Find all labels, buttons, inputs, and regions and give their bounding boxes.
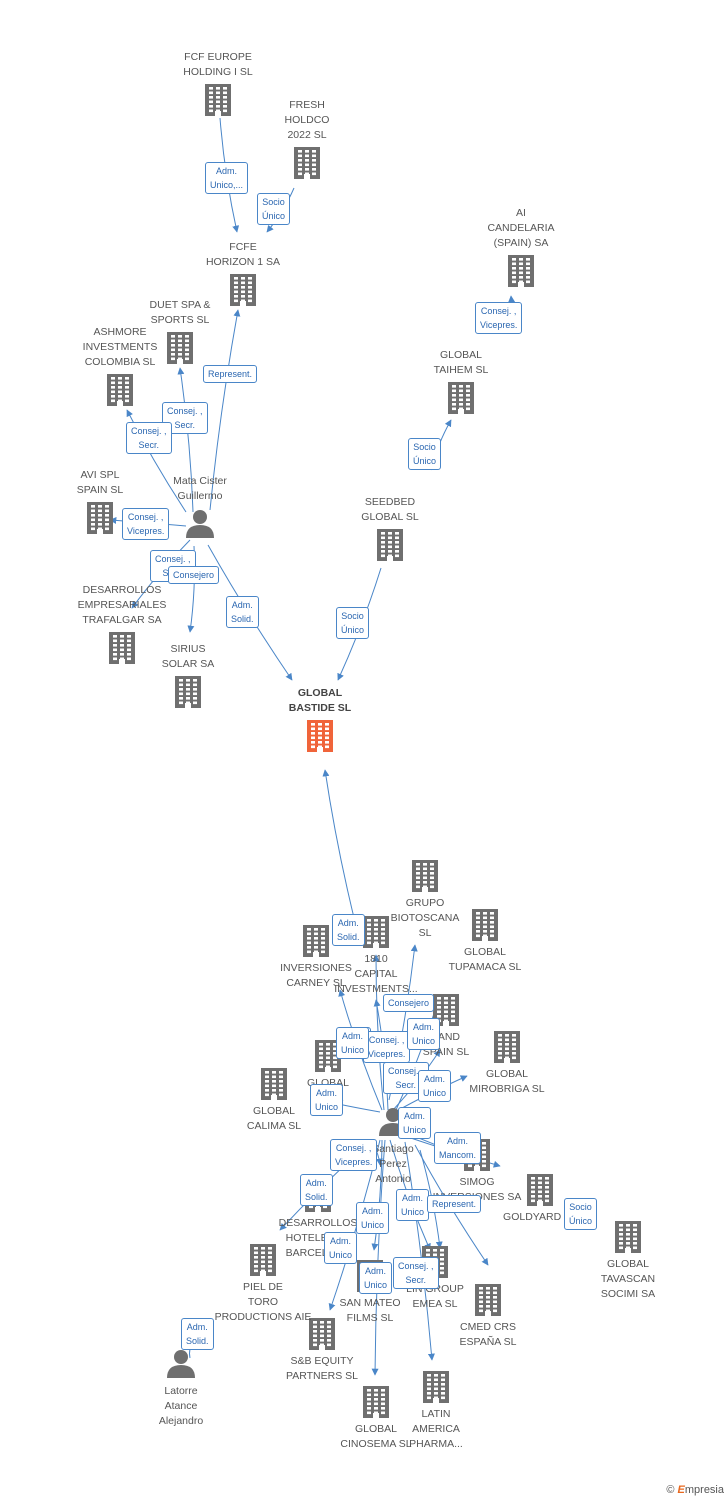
node-label[interactable]: Latorre Atance Alejandro bbox=[158, 1385, 204, 1427]
relation-label: Adm. Solid. bbox=[332, 914, 365, 946]
node-label[interactable]: GLOBAL CALIMA SL bbox=[246, 1105, 302, 1132]
relation-label: Consej. , Vicepres. bbox=[475, 302, 523, 334]
node-label[interactable]: DESARROLLOS EMPRESARIALES TRAFALGAR SA bbox=[77, 584, 167, 626]
relation-label: Consej. , Vicepres. bbox=[330, 1139, 378, 1171]
node-label[interactable]: Mata Cister Guillermo bbox=[173, 475, 227, 502]
person-icon[interactable] bbox=[167, 1350, 195, 1378]
relation-label: Adm. Unico bbox=[310, 1084, 344, 1116]
edge-line bbox=[126, 409, 187, 513]
relation-label: Adm. Unico bbox=[398, 1107, 432, 1139]
building-icon[interactable] bbox=[87, 502, 113, 534]
node-label[interactable]: GLOBAL TAIHEM SL bbox=[433, 349, 489, 376]
building-icon[interactable] bbox=[307, 720, 333, 752]
relation-label: Adm. Unico bbox=[418, 1070, 452, 1102]
building-icon[interactable] bbox=[377, 529, 403, 561]
edge-line bbox=[404, 1141, 435, 1361]
relation-label: Represent. bbox=[203, 365, 258, 383]
relation-label: Adm. Unico,... bbox=[205, 162, 249, 194]
relation-label: Adm. Unico bbox=[336, 1027, 370, 1059]
node-label[interactable]: CMED CRS ESPAÑA SL bbox=[459, 1321, 517, 1348]
building-icon[interactable] bbox=[175, 676, 201, 708]
building-icon[interactable] bbox=[309, 1318, 335, 1350]
node-label[interactable]: LATIN AMERICA PHARMA... bbox=[409, 1408, 463, 1450]
node-label[interactable]: SIRIUS SOLAR SA bbox=[161, 643, 215, 670]
node-label[interactable]: FCF EUROPE HOLDING I SL bbox=[183, 51, 253, 78]
relation-label: Socio Único bbox=[408, 438, 442, 470]
building-icon[interactable] bbox=[167, 332, 193, 364]
relation-label: Adm. Unico bbox=[324, 1232, 358, 1264]
relation-label: Consej. , Vicepres. bbox=[363, 1031, 411, 1063]
relation-label: Adm. Unico bbox=[407, 1018, 441, 1050]
node-label[interactable]: PIEL DE TORO PRODUCTIONS AIE bbox=[214, 1281, 312, 1323]
relation-label: Consej. , Secr. bbox=[162, 402, 208, 434]
building-icon[interactable] bbox=[294, 147, 320, 179]
building-icon[interactable] bbox=[475, 1284, 501, 1316]
edge-line bbox=[371, 1139, 383, 1251]
node-label[interactable]: S&B EQUITY PARTNERS SL bbox=[286, 1355, 358, 1382]
relation-label: Consej. , Secr. bbox=[393, 1257, 439, 1289]
node-label[interactable]: SAN MATEO FILMS SL bbox=[339, 1297, 401, 1324]
building-icon[interactable] bbox=[107, 374, 133, 406]
node-label[interactable]: GRUPO BIOTOSCANA SL bbox=[390, 897, 460, 939]
building-icon[interactable] bbox=[303, 925, 329, 957]
building-icon[interactable] bbox=[494, 1031, 520, 1063]
node-label[interactable]: SEEDBED GLOBAL SL bbox=[361, 496, 419, 523]
building-icon[interactable] bbox=[615, 1221, 641, 1253]
building-icon[interactable] bbox=[412, 860, 438, 892]
building-icon[interactable] bbox=[508, 255, 534, 287]
relation-label: Socio Único bbox=[257, 193, 291, 225]
relation-label: Adm. Mancom. bbox=[434, 1132, 482, 1164]
building-icon[interactable] bbox=[109, 632, 135, 664]
building-icon[interactable] bbox=[448, 382, 474, 414]
building-icon[interactable] bbox=[527, 1174, 553, 1206]
relation-label: Adm. Unico bbox=[356, 1202, 390, 1234]
edge-line bbox=[209, 309, 241, 511]
building-icon[interactable] bbox=[363, 916, 389, 948]
node-label[interactable]: INVERSIONES CARNEY SL bbox=[280, 962, 352, 989]
node-label[interactable]: GLOBAL CINOSEMA SL bbox=[340, 1423, 412, 1450]
building-icon[interactable] bbox=[250, 1244, 276, 1276]
edge-line bbox=[371, 1139, 386, 1376]
relation-label: Adm. Solid. bbox=[181, 1318, 214, 1350]
relation-label: Adm. Unico bbox=[359, 1262, 393, 1294]
building-icon[interactable] bbox=[230, 274, 256, 306]
relation-label: Adm. Unico bbox=[396, 1189, 430, 1221]
relation-label: Adm. Solid. bbox=[226, 596, 259, 628]
relation-label: Socio Único bbox=[564, 1198, 598, 1230]
node-label[interactable]: Santiago Perez Antonio bbox=[372, 1143, 414, 1185]
building-icon[interactable] bbox=[472, 909, 498, 941]
relation-label: Socio Único bbox=[336, 607, 370, 639]
node-label[interactable]: AVI SPL SPAIN SL bbox=[76, 469, 124, 496]
person-icon[interactable] bbox=[186, 510, 214, 538]
building-icon[interactable] bbox=[261, 1068, 287, 1100]
relation-label: Represent. bbox=[427, 1195, 482, 1213]
relation-label: Consej. , Vicepres. bbox=[122, 508, 170, 540]
node-label[interactable]: DUET SPA & SPORTS SL bbox=[149, 299, 211, 326]
edge-line bbox=[177, 367, 194, 513]
node-label[interactable]: GLOBAL MIROBRIGA SL bbox=[469, 1068, 545, 1095]
relation-label: Consej. , Secr. bbox=[126, 422, 172, 454]
node-label[interactable]: FCFE HORIZON 1 SA bbox=[205, 241, 281, 268]
building-icon[interactable] bbox=[205, 84, 231, 116]
relation-label: Adm. Solid. bbox=[300, 1174, 333, 1206]
node-label[interactable]: FRESH HOLDCO 2022 SL bbox=[284, 99, 330, 141]
node-label[interactable]: GLOBAL TUPAMACA SL bbox=[448, 946, 522, 973]
node-label[interactable]: ASHMORE INVESTMENTS COLOMBIA SL bbox=[82, 326, 158, 368]
node-label[interactable]: 1810 CAPITAL INVESTMENTS... bbox=[334, 953, 418, 995]
building-icon[interactable] bbox=[363, 1386, 389, 1418]
node-label[interactable]: LIN GROUP EMEA SL bbox=[406, 1283, 464, 1310]
empresia-brand: © Empresia bbox=[666, 1484, 724, 1496]
relation-label: Consejero bbox=[168, 566, 220, 584]
relation-label: Consejero bbox=[383, 994, 435, 1012]
building-icon[interactable] bbox=[423, 1371, 449, 1403]
node-label[interactable]: GLOBAL BASTIDE SL bbox=[288, 687, 352, 714]
edge-line bbox=[322, 769, 358, 931]
node-label[interactable]: GLOBAL TAVASCAN SOCIMI SA bbox=[600, 1258, 656, 1300]
node-label[interactable]: AI CANDELARIA (SPAIN) SA bbox=[487, 207, 555, 249]
